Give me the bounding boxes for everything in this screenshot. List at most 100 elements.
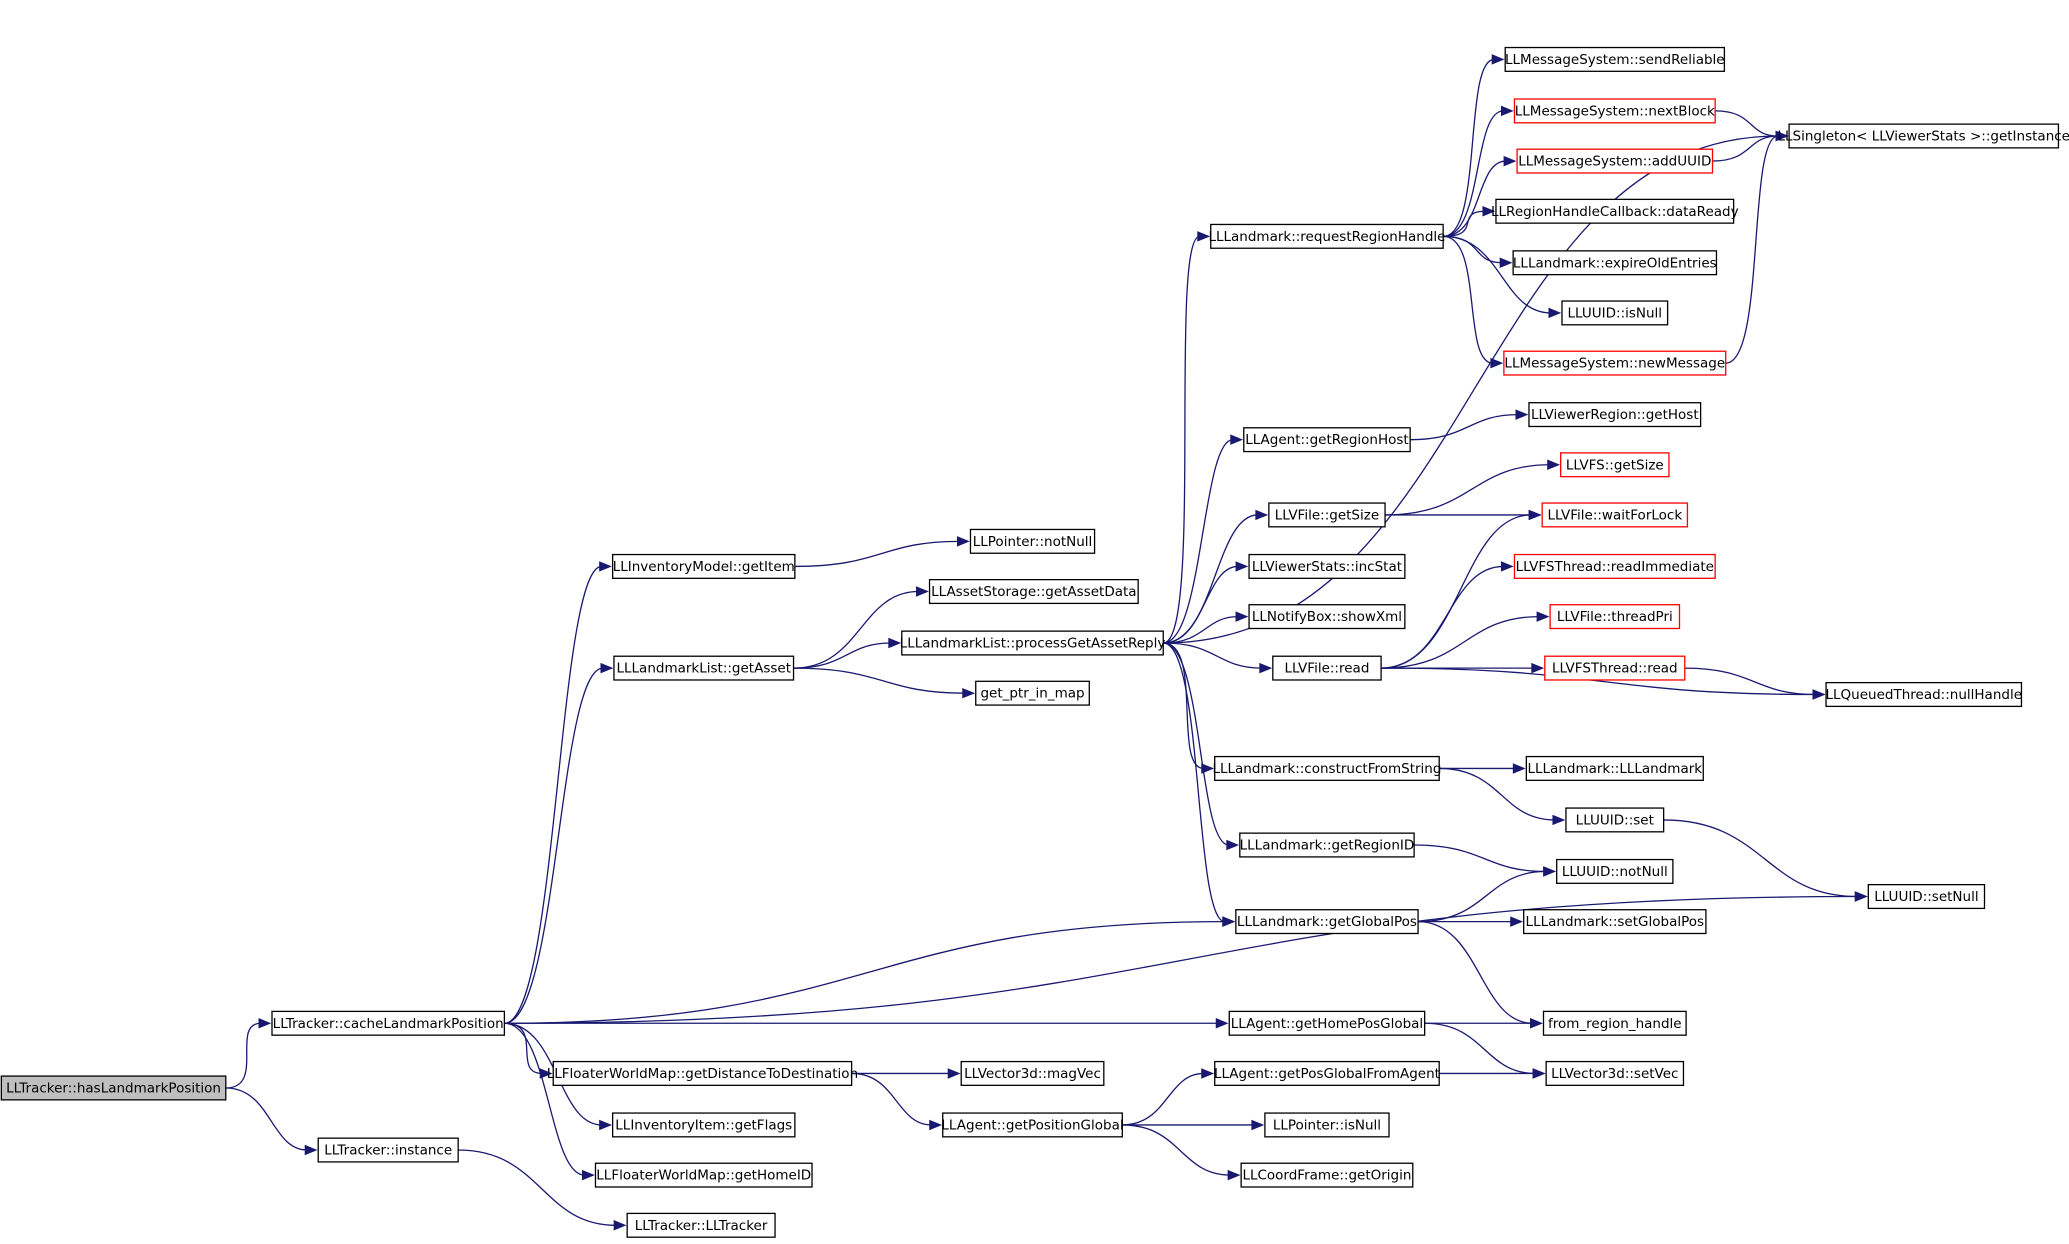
node-box[interactable] <box>611 1112 796 1138</box>
node-from-region-handle[interactable]: from_region_handle <box>1542 1010 1687 1036</box>
node-box[interactable] <box>1504 46 1726 72</box>
node-expire-old-entries[interactable]: LLLandmark::expireOldEntries <box>1512 250 1718 276</box>
node-get-position-global[interactable]: LLAgent::getPositionGlobal <box>941 1112 1124 1138</box>
node-add-uuid[interactable]: LLMessageSystem::addUUID <box>1516 148 1714 174</box>
node-thread-pri[interactable]: LLVFile::threadPri <box>1549 604 1681 630</box>
node-pointer-is-null[interactable]: LLPointer::isNull <box>1264 1112 1390 1138</box>
node-uuid-set[interactable]: LLUUID::set <box>1565 807 1665 833</box>
node-box[interactable] <box>901 630 1164 656</box>
node-uuid-is-null[interactable]: LLUUID::isNull <box>1561 300 1669 326</box>
node-box[interactable] <box>1513 553 1716 579</box>
node-send-reliable[interactable]: LLMessageSystem::sendReliable <box>1504 46 1726 72</box>
node-box[interactable] <box>960 1060 1105 1086</box>
node-box[interactable] <box>626 1212 776 1238</box>
node-wait-for-lock[interactable]: LLVFile::waitForLock <box>1541 502 1689 528</box>
node-has-landmark-position[interactable]: LLTracker::hasLandmarkPosition <box>0 1075 227 1101</box>
node-data-ready[interactable]: LLRegionHandleCallback::dataReady <box>1491 198 1739 224</box>
node-box[interactable] <box>1544 655 1686 681</box>
node-box[interactable] <box>1541 502 1689 528</box>
node-box[interactable] <box>1545 1060 1685 1086</box>
node-vfs-thread-read[interactable]: LLVFSThread::read <box>1544 655 1686 681</box>
node-box[interactable] <box>611 553 796 579</box>
node-uuid-not-null[interactable]: LLUUID::notNull <box>1556 858 1674 884</box>
node-box[interactable] <box>1549 604 1681 630</box>
node-box[interactable] <box>975 680 1090 706</box>
node-box[interactable] <box>0 1075 227 1101</box>
node-new-message[interactable]: LLMessageSystem::newMessage <box>1503 350 1727 376</box>
node-box[interactable] <box>1556 858 1674 884</box>
node-box[interactable] <box>1513 98 1716 124</box>
node-inv-model-get-item[interactable]: LLInventoryModel::getItem <box>611 553 796 579</box>
node-box[interactable] <box>271 1010 506 1036</box>
node-get-region-id[interactable]: LLLandmark::getRegionID <box>1239 832 1415 858</box>
node-landmark-list-get-asset[interactable]: LLLandmarkList::getAsset <box>613 655 795 681</box>
node-box[interactable] <box>1272 655 1382 681</box>
node-process-get-asset-reply[interactable]: LLLandmarkList::processGetAssetReply <box>900 630 1166 656</box>
node-mag-vec[interactable]: LLVector3d::magVec <box>960 1060 1105 1086</box>
node-set-global-pos[interactable]: LLLandmark::setGlobalPos <box>1523 909 1707 935</box>
node-next-block[interactable]: LLMessageSystem::nextBlock <box>1513 98 1716 124</box>
node-box[interactable] <box>1516 148 1714 174</box>
node-box[interactable] <box>613 655 795 681</box>
node-box[interactable] <box>942 1112 1123 1138</box>
node-viewer-region-get-host[interactable]: LLViewerRegion::getHost <box>1528 402 1702 428</box>
node-inv-item-get-flags[interactable]: LLInventoryItem::getFlags <box>611 1112 796 1138</box>
node-box[interactable] <box>1565 807 1665 833</box>
node-box[interactable] <box>1495 198 1735 224</box>
node-cache-landmark-position[interactable]: LLTracker::cacheLandmarkPosition <box>271 1010 506 1036</box>
node-read-immediate[interactable]: LLVFSThread::readImmediate <box>1513 553 1716 579</box>
node-singleton-get-instance[interactable]: LLSingleton< LLViewerStats >::getInstanc… <box>1778 123 2069 149</box>
node-get-distance-to-destination[interactable]: LLFloaterWorldMap::getDistanceToDestinat… <box>547 1060 858 1086</box>
node-tracker-instance[interactable]: LLTracker::instance <box>317 1137 459 1163</box>
node-box[interactable] <box>1788 123 2060 149</box>
node-box[interactable] <box>1268 502 1386 528</box>
node-tracker-ctor[interactable]: LLTracker::LLTracker <box>626 1212 776 1238</box>
node-box[interactable] <box>1243 427 1411 453</box>
node-request-region-handle[interactable]: LLLandmark::requestRegionHandle <box>1208 223 1445 249</box>
node-vfile-read[interactable]: LLVFile::read <box>1272 655 1382 681</box>
node-get-global-pos[interactable]: LLLandmark::getGlobalPos <box>1235 909 1419 935</box>
node-box[interactable] <box>1248 553 1406 579</box>
node-null-handle[interactable]: LLQueuedThread::nullHandle <box>1825 681 2023 708</box>
node-box[interactable] <box>1214 1060 1440 1086</box>
node-box[interactable] <box>1239 832 1415 858</box>
node-get-asset-data[interactable]: LLAssetStorage::getAssetData <box>928 578 1139 605</box>
node-box[interactable] <box>1560 452 1670 478</box>
node-vfile-get-size[interactable]: LLVFile::getSize <box>1268 502 1386 528</box>
node-box[interactable] <box>1248 604 1406 630</box>
node-construct-from-string[interactable]: LLLandmark::constructFromString <box>1212 755 1441 781</box>
node-box[interactable] <box>1264 1112 1390 1138</box>
node-box[interactable] <box>1528 402 1702 428</box>
node-set-vec[interactable]: LLVector3d::setVec <box>1545 1060 1685 1086</box>
node-box[interactable] <box>594 1162 813 1188</box>
node-box[interactable] <box>1525 755 1704 781</box>
node-show-xml[interactable]: LLNotifyBox::showXml <box>1248 604 1406 630</box>
node-box[interactable] <box>1542 1010 1687 1036</box>
node-box[interactable] <box>1214 755 1440 781</box>
node-box[interactable] <box>1503 350 1727 376</box>
node-get-region-host[interactable]: LLAgent::getRegionHost <box>1243 427 1411 453</box>
node-pointer-not-null[interactable]: LLPointer::notNull <box>969 528 1096 554</box>
node-box[interactable] <box>1867 883 1986 910</box>
node-box[interactable] <box>1512 250 1718 276</box>
node-box[interactable] <box>1825 681 2023 708</box>
node-box[interactable] <box>1228 1010 1426 1036</box>
node-get-pos-global-from-agent[interactable]: LLAgent::getPosGlobalFromAgent <box>1214 1060 1440 1086</box>
node-inc-stat[interactable]: LLViewerStats::incStat <box>1248 553 1406 579</box>
node-get-ptr-in-map[interactable]: get_ptr_in_map <box>975 680 1090 706</box>
node-box[interactable] <box>969 528 1096 554</box>
node-box[interactable] <box>552 1060 853 1086</box>
node-vfs-get-size[interactable]: LLVFS::getSize <box>1560 452 1670 478</box>
node-box[interactable] <box>317 1137 459 1163</box>
node-box[interactable] <box>1523 909 1707 935</box>
node-box[interactable] <box>1235 909 1419 935</box>
node-landmark-ctor[interactable]: LLLandmark::LLLandmark <box>1525 755 1704 781</box>
node-get-home-id[interactable]: LLFloaterWorldMap::getHomeID <box>594 1162 813 1188</box>
node-box[interactable] <box>1210 223 1444 249</box>
node-box[interactable] <box>928 578 1139 605</box>
node-uuid-set-null[interactable]: LLUUID::setNull <box>1867 883 1986 910</box>
node-box[interactable] <box>1561 300 1669 326</box>
node-get-origin[interactable]: LLCoordFrame::getOrigin <box>1240 1162 1414 1188</box>
node-box[interactable] <box>1240 1162 1414 1188</box>
node-get-home-pos-global[interactable]: LLAgent::getHomePosGlobal <box>1228 1010 1426 1036</box>
